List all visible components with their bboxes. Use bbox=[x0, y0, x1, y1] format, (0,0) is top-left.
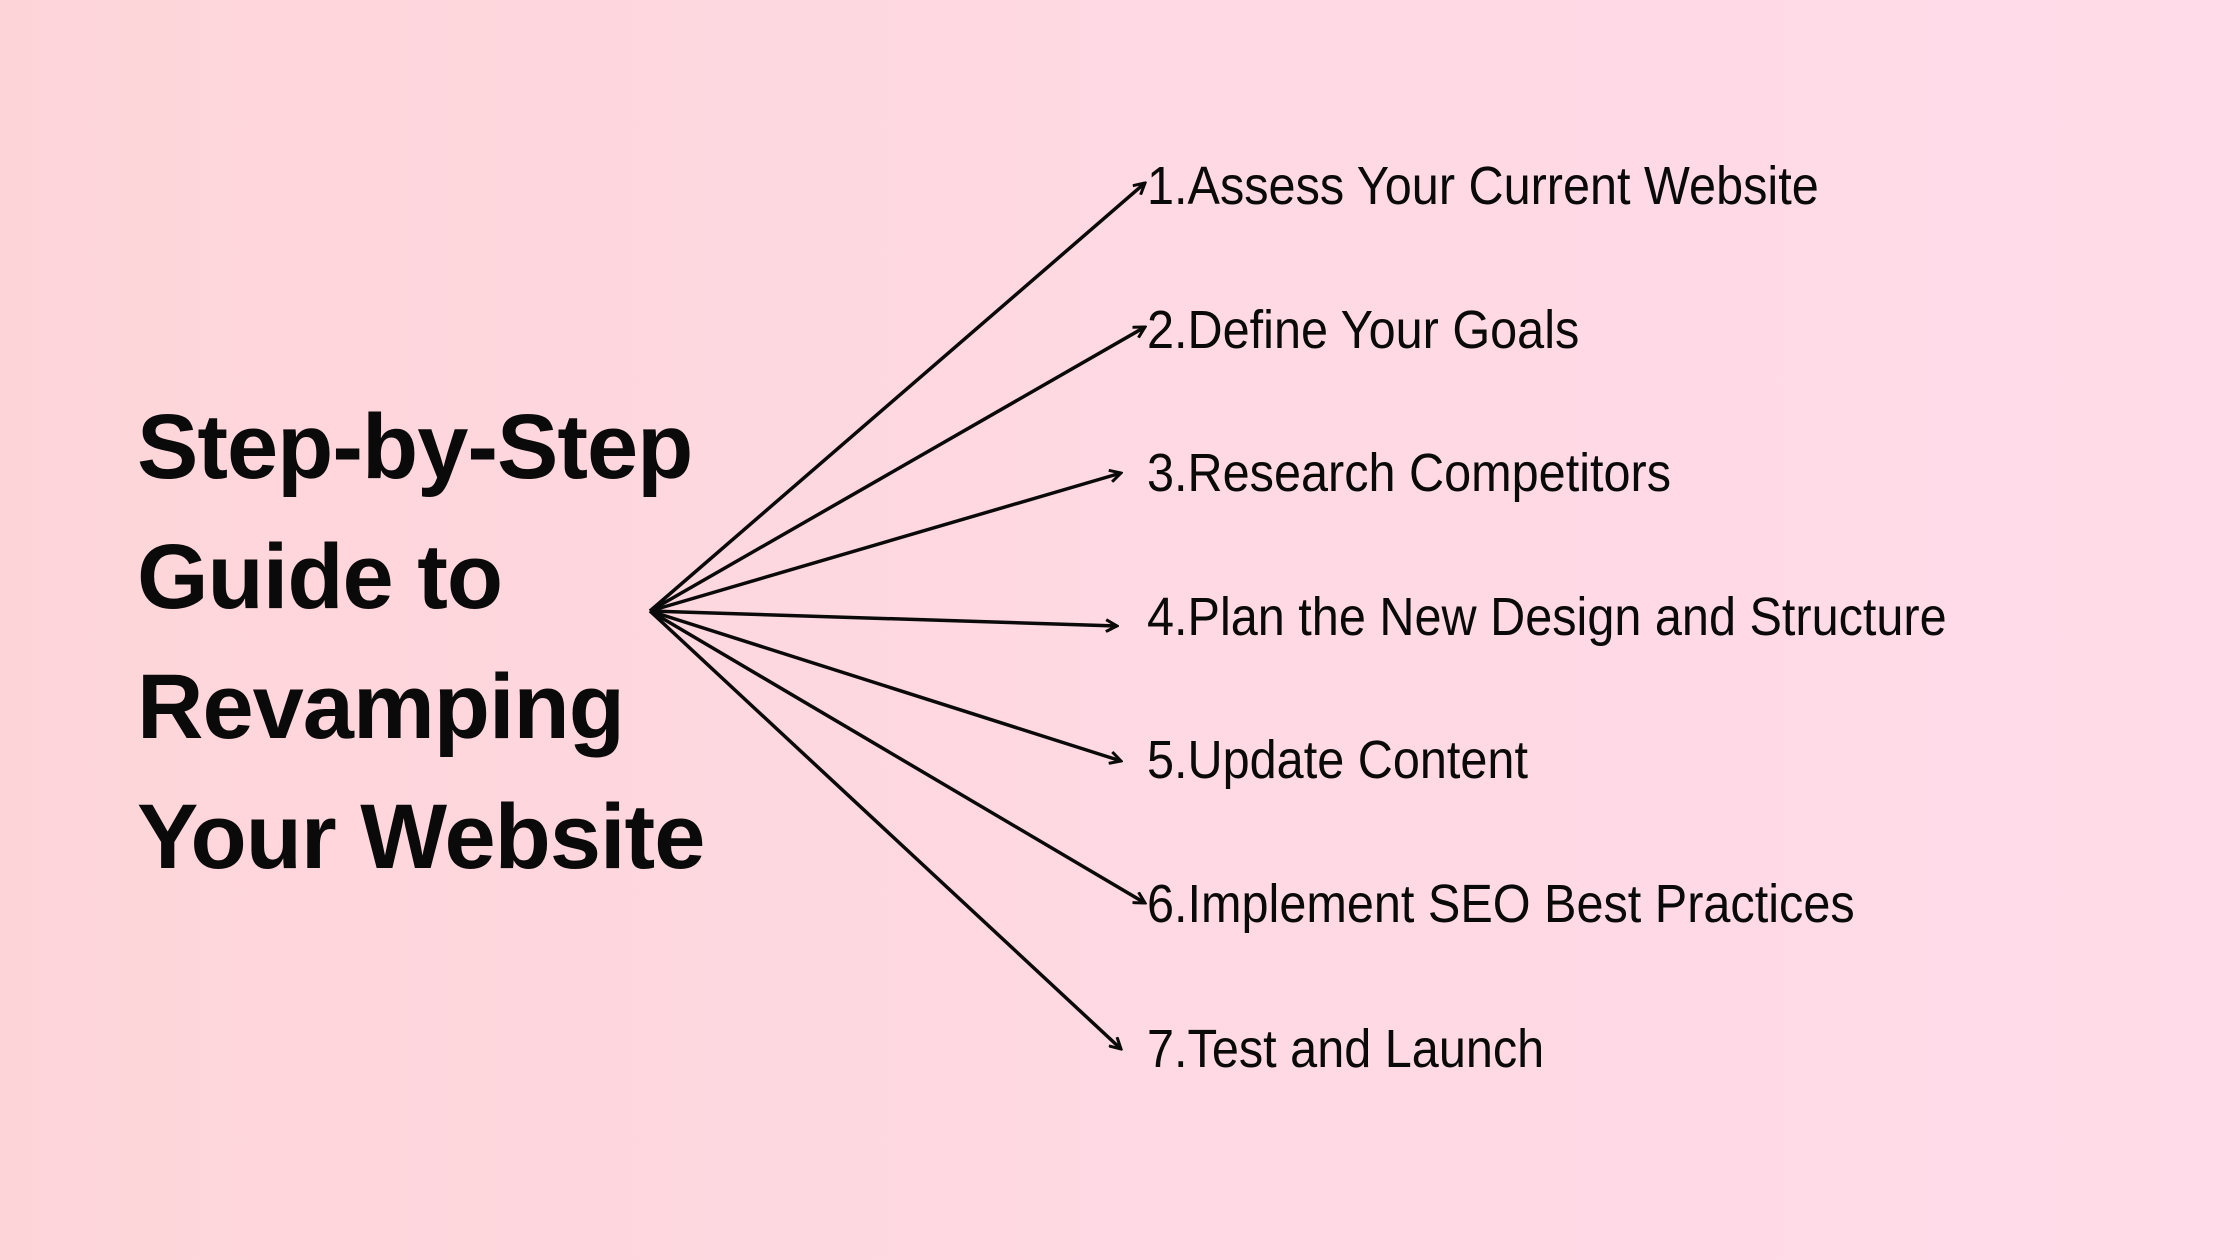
arrow-step-3 bbox=[649, 473, 1121, 613]
arrow-step-2 bbox=[649, 327, 1145, 613]
arrow-step-1 bbox=[648, 183, 1145, 613]
step-item-1: 1.Assess Your Current Website bbox=[1147, 156, 1819, 216]
arrow-step-6 bbox=[649, 609, 1145, 903]
step-item-2: 2.Define Your Goals bbox=[1147, 300, 1580, 360]
arrow-step-5 bbox=[649, 609, 1121, 761]
title-line: Step-by-Step bbox=[137, 396, 693, 498]
title-line: Revamping bbox=[137, 656, 625, 758]
step-item-6: 6.Implement SEO Best Practices bbox=[1147, 874, 1855, 934]
title-line: Your Website bbox=[137, 786, 705, 888]
diagram-title: Step-by-Step Guide to Revamping Your Web… bbox=[137, 382, 705, 902]
step-item-3: 3.Research Competitors bbox=[1147, 443, 1672, 503]
arrow-step-4 bbox=[649, 609, 1117, 626]
arrow-step-7 bbox=[648, 609, 1121, 1049]
step-item-5: 5.Update Content bbox=[1147, 730, 1528, 790]
step-item-7: 7.Test and Launch bbox=[1147, 1019, 1545, 1079]
title-line: Guide to bbox=[137, 526, 503, 628]
step-item-4: 4.Plan the New Design and Structure bbox=[1147, 587, 1947, 647]
